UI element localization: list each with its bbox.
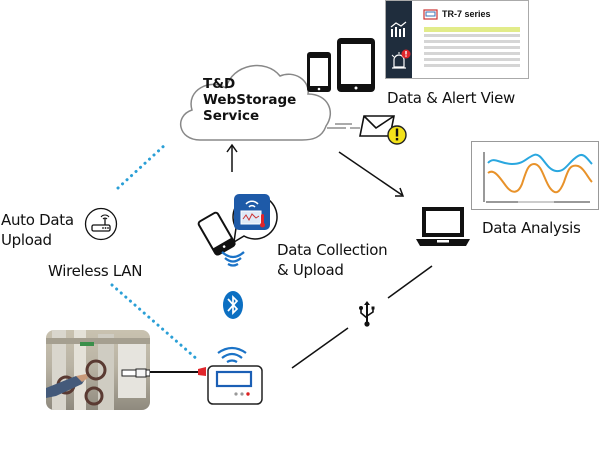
- email-alert: [359, 115, 407, 145]
- label-data-alert-view: Data & Alert View: [387, 89, 516, 107]
- panel-row: [424, 46, 520, 49]
- logger-led: [246, 392, 250, 396]
- logger-screen: [215, 370, 253, 388]
- laptop-icon[interactable]: [415, 205, 471, 249]
- label-auto-upload-line1: Auto Data: [1, 211, 74, 229]
- mail-dash-lines: [327, 123, 360, 129]
- series-orange-line: [487, 162, 593, 194]
- data-collection-app: [197, 194, 278, 256]
- cloud-title-line2: WebStorage: [203, 92, 297, 108]
- router-icon: [84, 207, 118, 241]
- smartphone-tilted-icon: [197, 211, 236, 256]
- smartphone-icon: [307, 52, 331, 92]
- panel-sidebar: [386, 1, 412, 78]
- alert-siren-icon[interactable]: [389, 47, 411, 71]
- label-auto-upload: Auto Data Upload: [1, 210, 74, 250]
- panel-row: [424, 40, 520, 43]
- label-auto-upload-line2: Upload: [1, 231, 52, 249]
- panel-row-highlight: [424, 27, 520, 32]
- chart-icon[interactable]: [389, 19, 411, 39]
- logger-illustration: [207, 346, 263, 405]
- label-data-collection: Data Collection & Upload: [277, 240, 388, 280]
- logger-button: [234, 392, 238, 396]
- phone-wireless-icon: [221, 251, 245, 267]
- tablet-icon: [337, 38, 375, 92]
- series-blue-line: [487, 153, 593, 173]
- wlan-link-to-logger: [110, 283, 200, 362]
- cloud-title-line3: Service: [203, 108, 260, 124]
- web-dashboard-panel[interactable]: TR-7 series: [385, 0, 529, 79]
- bluetooth-icon: [223, 291, 243, 319]
- panel-title: TR-7 series: [442, 9, 491, 19]
- panel-row: [424, 64, 520, 67]
- logger-badge-icon: [423, 9, 438, 20]
- panel-row: [424, 58, 520, 61]
- pipes-illustration: [46, 330, 150, 410]
- app-icon: [234, 194, 270, 230]
- cloud-title: T&D WebStorage Service: [203, 76, 296, 124]
- download-arrow: [338, 151, 405, 197]
- label-data-analysis: Data Analysis: [482, 219, 581, 237]
- mobile-devices: [307, 38, 375, 92]
- cloud-icon: [179, 64, 331, 141]
- usb-cable-line-lower: [291, 327, 349, 369]
- analysis-chart-panel[interactable]: [471, 141, 599, 210]
- cloud-title-line1: T&D: [203, 76, 236, 92]
- panel-row: [424, 34, 520, 37]
- warning-icon: [387, 125, 407, 145]
- wlan-link-to-cloud: [116, 142, 168, 190]
- usb-cable-line-upper: [387, 265, 433, 299]
- upload-arrow: [226, 143, 238, 172]
- usb-icon: [359, 301, 375, 327]
- probe-connector: [198, 367, 206, 376]
- panel-table: [424, 27, 520, 67]
- label-wireless-lan: Wireless LAN: [48, 262, 143, 280]
- webstorage-cloud[interactable]: T&D WebStorage Service: [170, 52, 338, 144]
- factory-pipes-photo: [46, 330, 150, 410]
- data-logger-device[interactable]: [204, 344, 274, 406]
- label-data-collection-line1: Data Collection: [277, 241, 388, 259]
- analysis-chart: [483, 152, 593, 203]
- logger-wifi-icon: [217, 346, 247, 363]
- label-data-collection-line2: & Upload: [277, 261, 344, 279]
- panel-row: [424, 52, 520, 55]
- logger-button: [240, 392, 244, 396]
